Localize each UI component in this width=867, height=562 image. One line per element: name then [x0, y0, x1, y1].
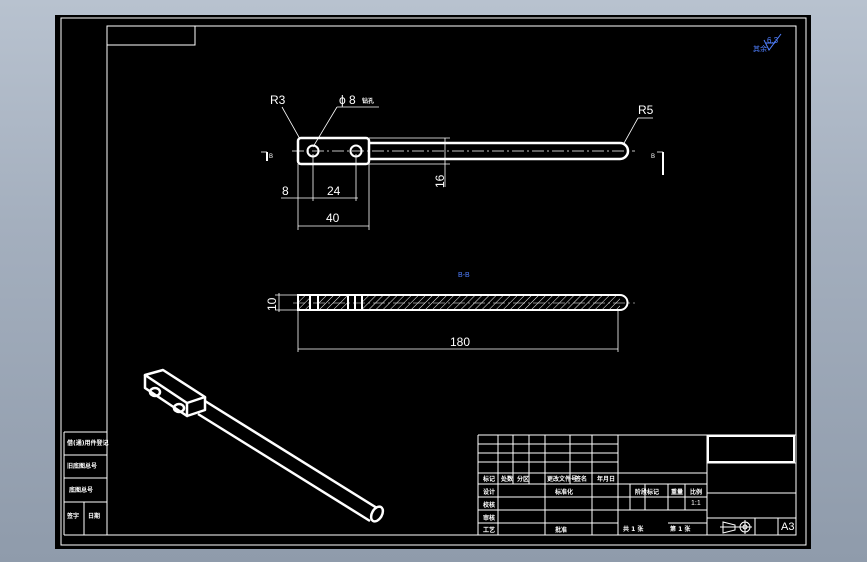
- dim-r5: R5: [638, 103, 654, 117]
- dim-16: 16: [433, 174, 447, 188]
- dim-24: 24: [327, 184, 341, 198]
- dim-180: 180: [450, 335, 470, 349]
- tb-process: 工艺: [483, 526, 495, 534]
- drawing-svg: 借(通)用件登记 旧底图总号 底图总号 签字 日期 其余 6.3 16 R3 ϕ…: [60, 17, 807, 546]
- dim-d8-note: 钻孔: [362, 97, 374, 105]
- tb-design: 设计: [483, 488, 495, 496]
- dim-d8: ϕ 8: [339, 93, 356, 107]
- dim-40: 40: [326, 211, 340, 225]
- roughness-symbol: 其余 6.3: [753, 33, 782, 53]
- section-label: B-B: [458, 272, 470, 279]
- tb-scale: 比例: [690, 488, 702, 496]
- strip-cell-0: 借(通)用件登记: [66, 439, 109, 447]
- isometric-view: [143, 368, 385, 523]
- left-strip: 借(通)用件登记 旧底图总号 底图总号 签字 日期: [63, 431, 109, 536]
- top-code-box: [106, 25, 196, 46]
- projection-symbol-icon: [720, 520, 752, 534]
- tb-sheets-total: 共 1 张: [623, 525, 644, 533]
- tb-signature: 签名: [574, 475, 587, 483]
- section-mark-right: B: [651, 154, 655, 160]
- tb-count: 处数: [500, 475, 514, 483]
- dim-r3: R3: [270, 93, 286, 107]
- strip-cell-2: 底图总号: [69, 486, 93, 494]
- title-block: [477, 434, 796, 535]
- roughness-label: 其余: [753, 44, 767, 53]
- dim-8: 8: [282, 184, 289, 198]
- tb-approve: 批准: [555, 526, 567, 534]
- tb-zone: 分区: [517, 475, 529, 483]
- tb-format: A3: [781, 521, 794, 533]
- drawing-canvas[interactable]: 借(通)用件登记 旧底图总号 底图总号 签字 日期 其余 6.3 16 R3 ϕ…: [55, 15, 811, 549]
- tb-change-doc: 更改文件号: [547, 475, 577, 483]
- tb-mark: 标记: [482, 475, 495, 483]
- tb-standardize: 标准化: [554, 488, 573, 496]
- strip-cell-1: 旧底图总号: [67, 462, 97, 470]
- top-view: 16 R3 ϕ 8 钻孔 R5 8 24 40 B B: [261, 93, 664, 230]
- strip-cell-4: 日期: [88, 512, 100, 520]
- section-mark-left: B: [269, 154, 273, 160]
- tb-date: 年月日: [597, 475, 615, 483]
- tb-weight: 重量: [671, 488, 683, 496]
- tb-stage: 阶段标记: [635, 488, 659, 496]
- outer-border: [60, 17, 807, 546]
- tb-scale-value: 1:1: [691, 500, 701, 507]
- inner-border: [106, 25, 797, 536]
- tb-sheet-no: 第 1 张: [669, 525, 691, 533]
- tb-check: 校核: [483, 501, 495, 509]
- tb-review: 审核: [483, 514, 495, 522]
- title-block-text: 标记 处数 分区 更改文件号 签名 年月日 设计 标准化 校核 审核 工艺 批准…: [482, 475, 794, 534]
- dim-10: 10: [265, 297, 279, 311]
- strip-cell-3: 签字: [66, 512, 79, 520]
- roughness-value: 6.3: [767, 36, 779, 45]
- section-view: 10 180: [265, 293, 635, 352]
